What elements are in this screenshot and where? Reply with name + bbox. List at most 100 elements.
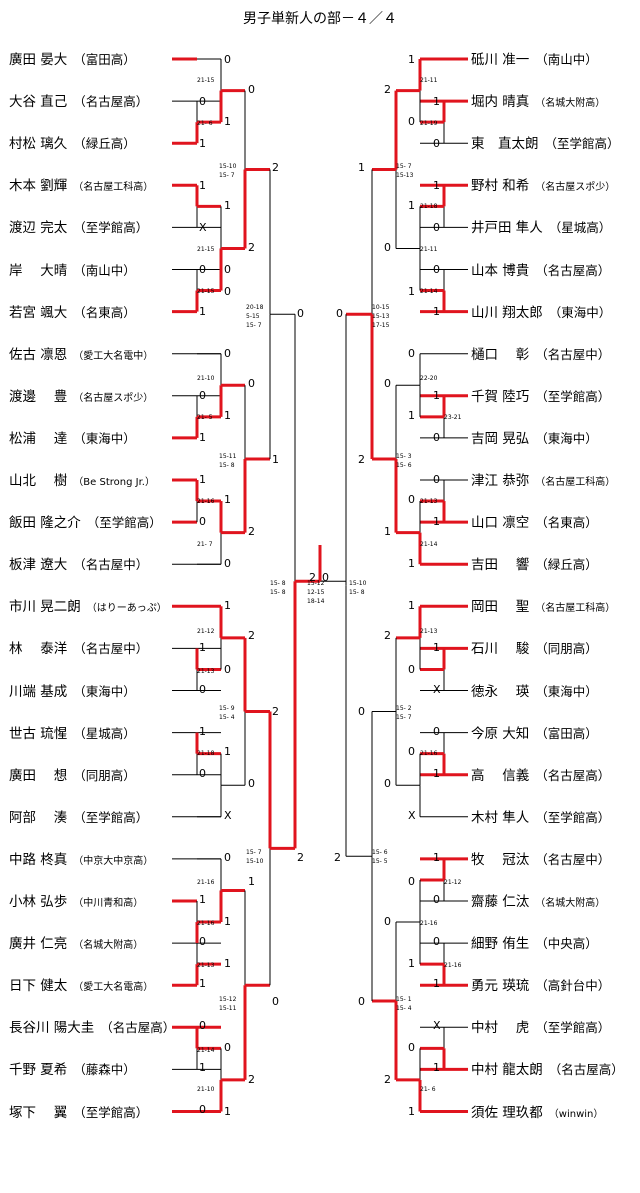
left-player-25: 塚下 翼（至学館高） (9, 1102, 148, 1122)
player-school: （藤森中） (73, 1062, 136, 1078)
result-label: 0 (408, 115, 415, 128)
player-school: （名古屋中） (73, 641, 149, 657)
player-school: （東海中） (535, 430, 598, 446)
result-label: 1 (433, 179, 440, 192)
player-school: （Be Strong Jr.） (73, 477, 155, 488)
player-name: 山北 樹 (9, 473, 68, 489)
right-player-14: 石川 駿（同朋高） (471, 638, 598, 658)
right-player-24: 中村 龍太朗（名古屋高） (471, 1059, 624, 1079)
right-player-15: 徳永 瑛（東海中） (471, 681, 598, 701)
result-label: 0 (433, 473, 440, 486)
result-label: 0 (408, 1041, 415, 1054)
player-school: （名古屋工科高） (535, 477, 616, 488)
score-label: 21-16 (197, 920, 215, 927)
player-name: 岸 大晴 (9, 262, 68, 279)
player-school: （名城大附高） (535, 898, 606, 909)
player-school: （はりーあっぷ） (86, 603, 167, 615)
score-label: 15-13 (396, 172, 414, 179)
player-school: （名古屋スポ少） (535, 182, 616, 194)
result-label: 0 (358, 995, 365, 1008)
score-label: 21-10 (197, 375, 215, 382)
result-label: 1 (224, 599, 231, 612)
score-label: 21- 5 (197, 414, 213, 421)
score-label: 21-16 (444, 962, 462, 969)
result-label: 1 (199, 179, 206, 192)
score-label: 21-18 (420, 203, 438, 210)
result-label: 0 (224, 53, 231, 66)
right-player-6: 山川 翔太郎（東海中） (471, 302, 611, 322)
right-player-5: 山本 博貴（名古屋高） (471, 260, 610, 280)
player-name: 渡邊 豊 (9, 388, 68, 405)
score-label: 21-10 (197, 1086, 215, 1093)
player-name: 川端 基成 (9, 683, 68, 700)
player-name: 岡田 聖 (471, 599, 530, 616)
result-label: 2 (334, 851, 341, 864)
right-player-12: 吉田 響（緑丘高） (471, 554, 598, 574)
result-label: 0 (384, 777, 391, 790)
score-label: 15- 8 (219, 462, 235, 469)
score-label: 21-16 (197, 498, 215, 505)
left-player-22: 日下 健太（愛工大名電高） (9, 975, 153, 995)
player-school: （名古屋中） (535, 346, 611, 362)
score-label: 21- 6 (420, 1086, 436, 1093)
result-label: 1 (433, 851, 440, 864)
result-label: 1 (384, 525, 391, 538)
player-name: 渡辺 完太 (9, 220, 68, 237)
result-label: 0 (297, 307, 304, 320)
player-school: （名古屋中） (73, 557, 149, 573)
player-name: 今原 大知 (471, 725, 530, 742)
player-name: 廣井 仁亮 (9, 936, 68, 953)
result-label: 1 (272, 453, 279, 466)
score-label: 21-13 (197, 668, 215, 675)
player-school: （至学館高） (544, 136, 620, 152)
player-name: 徳永 瑛 (471, 683, 530, 700)
result-label: X (199, 221, 207, 234)
result-label: 1 (224, 745, 231, 758)
player-school: （名古屋高） (100, 1020, 176, 1036)
result-label: 0 (433, 431, 440, 444)
result-label: 0 (199, 1103, 206, 1116)
result-label: 1 (408, 1105, 415, 1118)
result-label: X (224, 809, 232, 822)
result-label: 2 (248, 1073, 255, 1086)
result-label: 1 (408, 557, 415, 570)
score-label: 21-16 (420, 750, 438, 757)
result-label: 0 (408, 663, 415, 676)
bracket-title: 男子単新人の部－４／４ (243, 11, 397, 27)
result-label: 1 (433, 515, 440, 528)
score-label: 15-11 (219, 453, 237, 460)
player-name: 齋藤 仁汰 (471, 894, 530, 910)
player-name: 飯田 隆之介 (9, 515, 81, 532)
score-label: 21-16 (197, 879, 215, 886)
player-school: （至学館高） (73, 1104, 149, 1120)
result-label: 0 (224, 1041, 231, 1054)
result-label: 2 (272, 161, 279, 174)
result-label: 2 (384, 629, 391, 642)
right-player-18: 木村 隼人（至学館高） (471, 807, 610, 827)
left-player-17: 廣田 想（同朋高） (9, 765, 136, 785)
result-label: 0 (336, 307, 343, 320)
player-name: 市川 晃二朗 (9, 599, 81, 616)
player-school: （星城高） (548, 220, 612, 236)
score-label: 15- 7 (396, 163, 412, 170)
player-name: 牧 冠汰 (471, 851, 530, 868)
player-school: （東海中） (548, 304, 612, 320)
score-label: 17-15 (372, 322, 390, 329)
score-label: 21-19 (420, 120, 438, 127)
player-school: （同朋高） (535, 641, 598, 657)
left-player-14: 林 泰洋（名古屋中） (9, 638, 148, 658)
player-name: 若宮 颯大 (9, 304, 68, 321)
player-name: 吉田 響 (471, 557, 530, 574)
result-label: 0 (199, 767, 206, 780)
player-name: 中村 虎 (471, 1020, 530, 1037)
right-player-11: 山口 凛空（名東高） (471, 512, 598, 532)
result-label: 1 (224, 915, 231, 928)
score-label: 21-15 (197, 288, 215, 295)
score-label: 15- 7 (246, 322, 262, 329)
result-label: 1 (433, 1061, 440, 1074)
player-school: （愛工大名電高） (73, 982, 154, 994)
player-name: 村松 璃久 (9, 136, 68, 153)
player-school: （緑丘高） (73, 136, 136, 152)
player-name: 世古 琉惺 (9, 725, 68, 742)
